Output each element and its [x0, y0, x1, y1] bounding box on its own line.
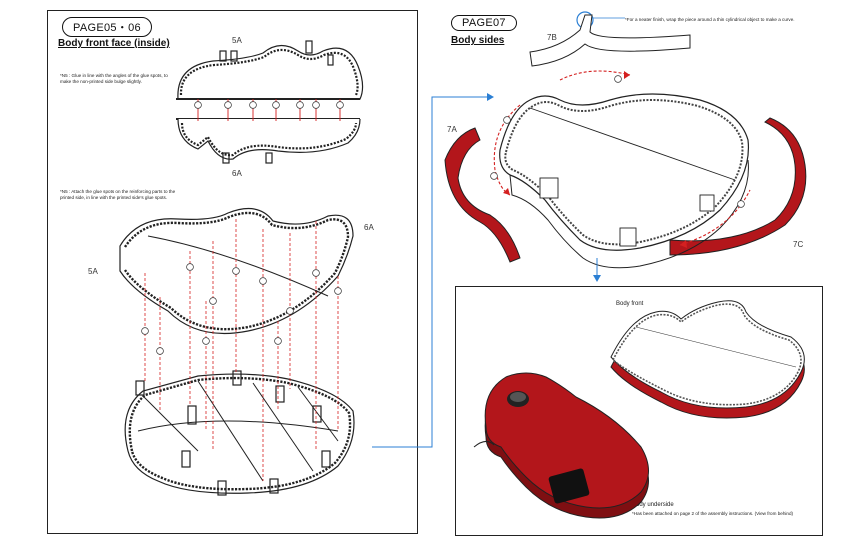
body-front-label: Body front	[616, 301, 644, 307]
assembled-body-illustration	[473, 300, 805, 519]
body-underside-label: Body underside	[632, 502, 674, 508]
part-label-7c: 7C	[793, 240, 804, 249]
glue-note-1: *N5 : Glue in line with the angles of th…	[60, 73, 168, 84]
part-label-top-5a: 5A	[232, 36, 242, 45]
assembled-result-panel: Body front Body underside *Has been atta…	[455, 286, 823, 536]
body-front-title: Body front face (inside)	[58, 38, 170, 49]
part-label-mid-6a: 6A	[232, 169, 242, 178]
page-label-07: PAGE07	[451, 15, 517, 31]
curve-note: *For a neater finish, wrap the piece aro…	[625, 17, 795, 22]
glue-note-2: *N5 : Attach the glue spots on the reinf…	[60, 189, 176, 200]
front-face-diagram	[119, 40, 364, 496]
left-panel: PAGE05・06 Body front face (inside) *N5 :…	[47, 10, 418, 534]
underside-note: *Has been attached on page 2 of the asse…	[632, 511, 794, 516]
body-sides-title: Body sides	[451, 35, 505, 46]
part-label-right-6a: 6A	[364, 223, 374, 232]
part-label-7a: 7A	[447, 125, 457, 134]
page-label-05-06: PAGE05・06	[62, 17, 152, 37]
part-label-left-5a: 5A	[88, 267, 98, 276]
part-label-7b: 7B	[547, 33, 557, 42]
